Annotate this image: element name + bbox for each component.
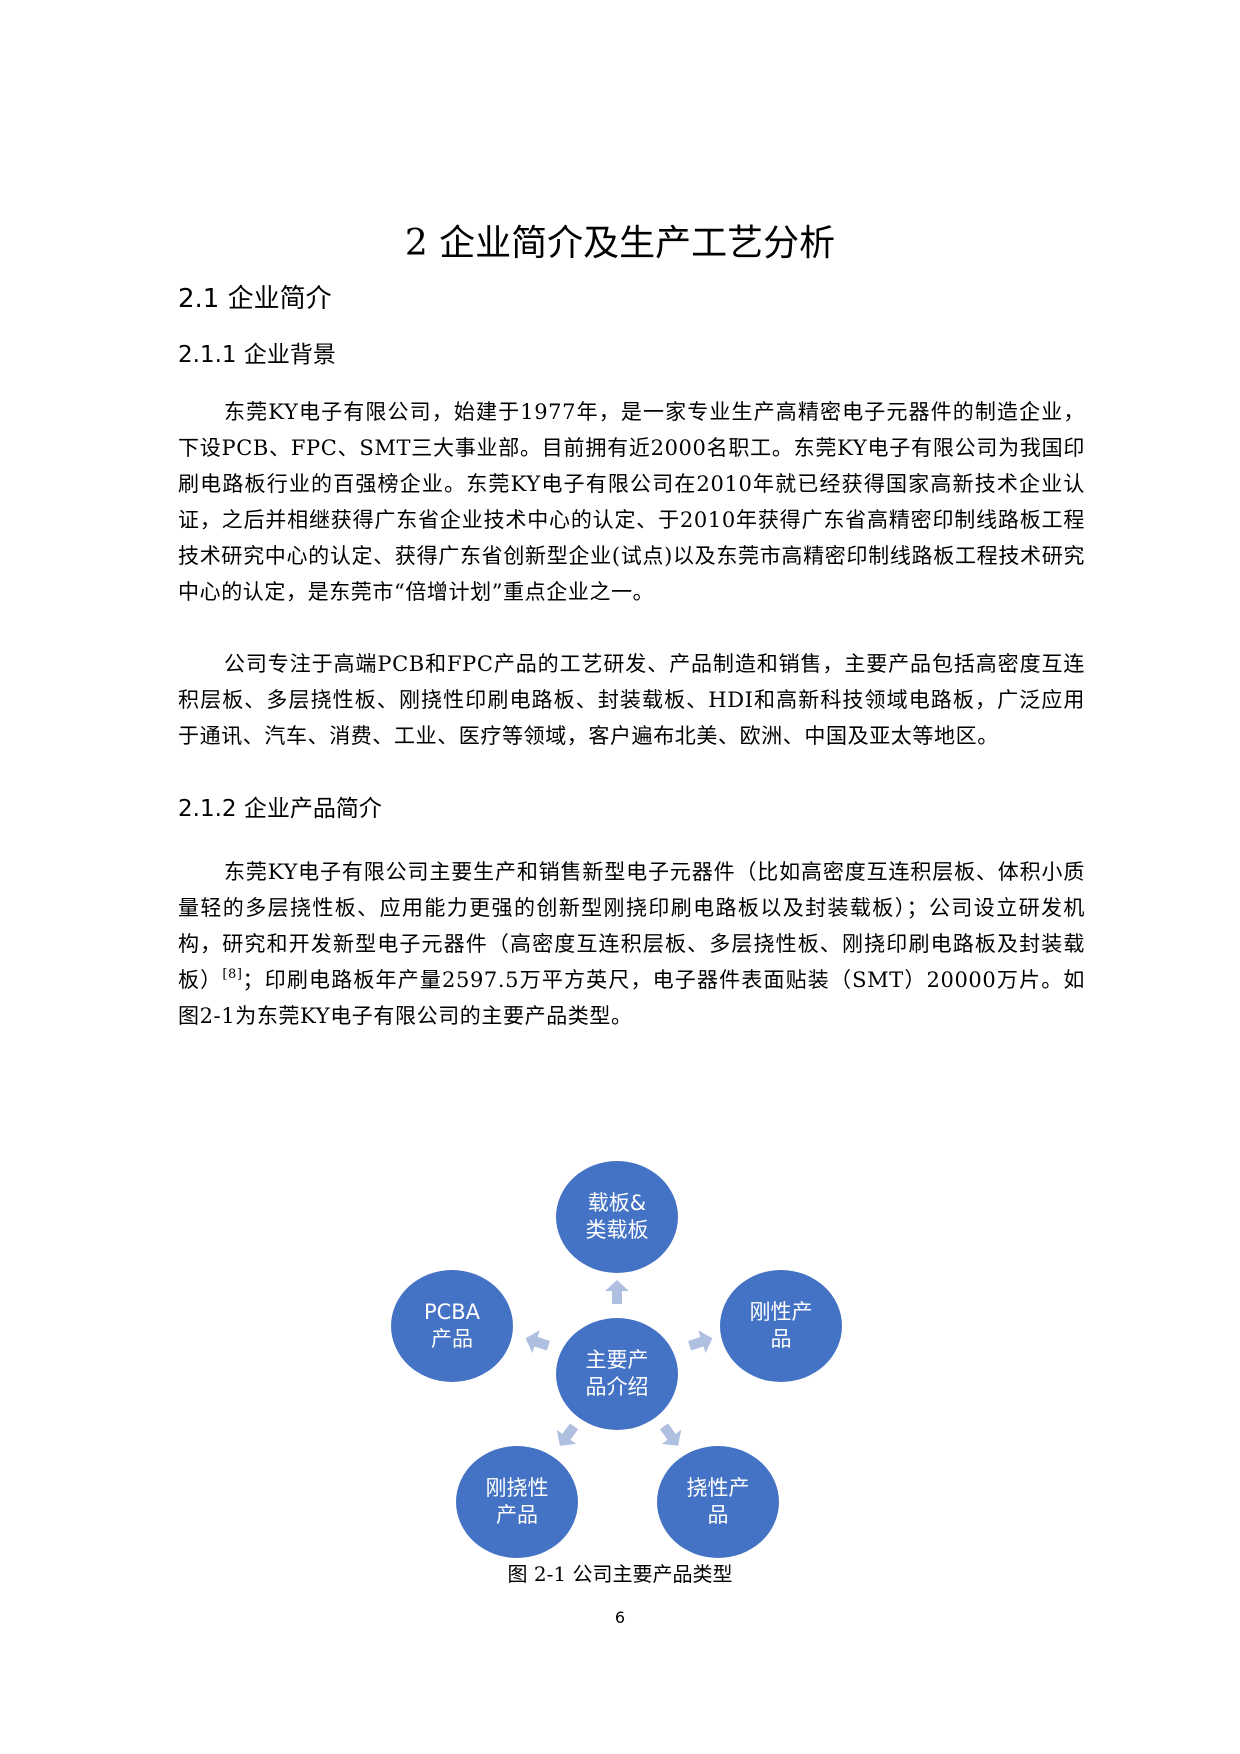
chapter-title: 2 企业简介及生产工艺分析 [404,223,836,264]
paragraph-company-background: 东莞KY电子有限公司，始建于1977年，是一家专业生产高精密电子元器件的制造企业… [178,400,1085,604]
arrow-bottom-right-icon [659,1423,682,1446]
arrow-bottom-left-icon [556,1423,579,1446]
node-substrate: 载板& 类载板 [556,1161,678,1273]
paragraph-products-text: 东莞KY电子有限公司主要生产和销售新型电子元器件（比如高密度互连积层板、体积小质… [178,860,1085,992]
paragraph-products-text-cont: ；印刷电路板年产量2597.5万平方英尺，电子器件表面贴装（SMT）20000万… [178,968,1085,1028]
citation-ref[interactable]: [8] [222,967,243,982]
subsection-heading-products: 2.1.2 企业产品简介 [178,796,382,822]
page-number: 6 [614,1608,626,1627]
arrow-left-icon [525,1330,550,1354]
node-center-main-products: 主要产 品介绍 [556,1318,678,1430]
figure-caption: 图 2-1 公司主要产品类型 [507,1562,733,1586]
paragraph-company-focus: 公司专注于高端PCB和FPC产品的工艺研发、产品制造和销售，主要产品包括高密度互… [178,652,1085,748]
arrow-right-icon [688,1330,713,1354]
paragraph-products: 东莞KY电子有限公司主要生产和销售新型电子元器件（比如高密度互连积层板、体积小质… [178,854,1085,1034]
node-flexible: 挠性产 品 [657,1446,779,1558]
node-rigid-flex: 刚挠性 产品 [456,1446,578,1558]
section-heading: 2.1 企业简介 [178,284,332,314]
product-types-diagram: 载板& 类载板 刚性产 品 挠性产 品 刚挠性 产品 PCBA 产品 主要产 品… [380,1150,860,1570]
arrow-up-icon [605,1280,629,1304]
subsection-heading-background: 2.1.1 企业背景 [178,342,336,368]
node-pcba: PCBA 产品 [391,1270,513,1382]
node-rigid: 刚性产 品 [720,1270,842,1382]
